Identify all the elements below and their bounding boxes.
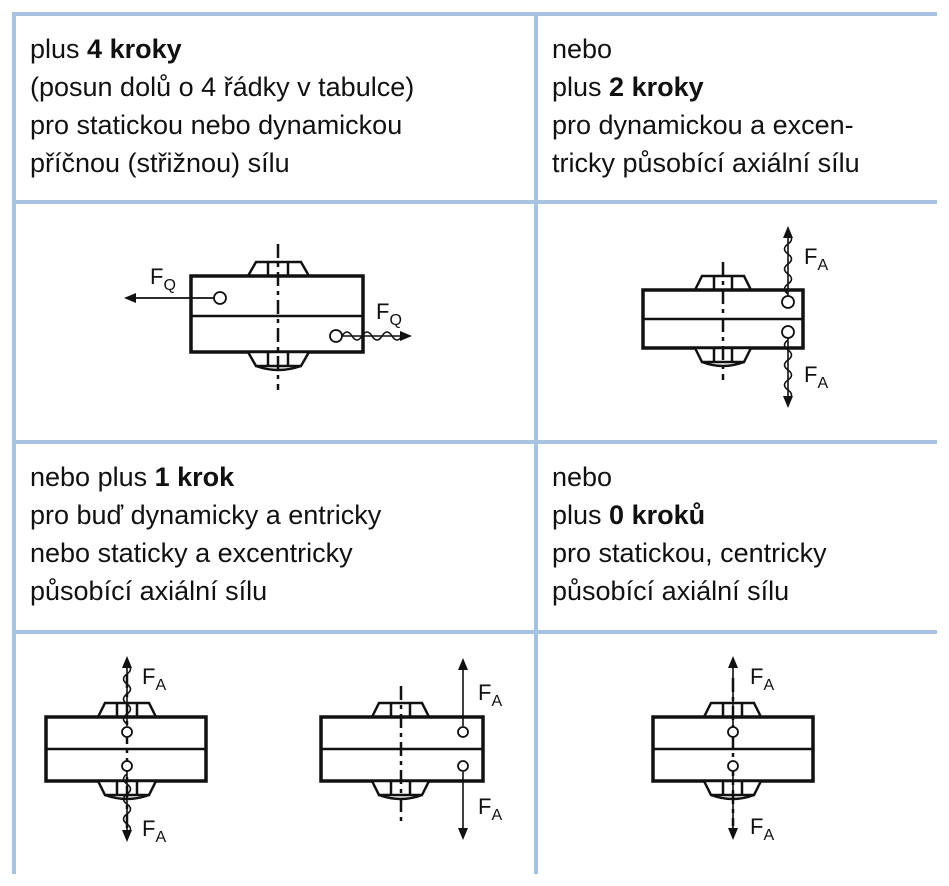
text-line: nebo — [552, 34, 613, 64]
svg-text:FA: FA — [478, 680, 502, 710]
cell-eccentric-dynamic-diagram: FA FA — [538, 204, 937, 440]
text-line: působící axiální sílu — [30, 576, 268, 606]
cell-centric-static-diagram: FA FA — [538, 634, 937, 874]
text-line: pro statickou nebo dynamickou — [30, 110, 403, 140]
text-line: plus 4 kroky — [30, 34, 182, 64]
text-line: pro buď dynamicky a entricky — [30, 500, 382, 530]
text-line: nebo plus 1 krok — [30, 462, 235, 492]
svg-text:FA: FA — [478, 794, 502, 824]
eccentric-dynamic-diagram: FA FA — [641, 226, 828, 408]
text-line: plus 2 kroky — [552, 72, 704, 102]
centric-dynamic-and-eccentric-static-diagrams: FA FA FA FA — [44, 656, 502, 846]
step-count: 1 krok — [154, 462, 235, 492]
cell-centric-static-text: nebo plus 0 kroků pro statickou, centric… — [538, 444, 937, 630]
force-label-fq-right: FQ — [376, 299, 402, 329]
cell-transverse-text: plus 4 kroky (posun dolů o 4 řádky v tab… — [16, 16, 534, 200]
text-line: nebo staticky a excentricky — [30, 538, 353, 568]
text-line: tricky působící axiální sílu — [552, 148, 860, 178]
text-line: působící axiální sílu — [552, 576, 790, 606]
cell-single-step-diagrams: FA FA FA FA — [16, 634, 534, 874]
svg-text:FA: FA — [142, 664, 166, 694]
svg-text:FA: FA — [804, 362, 828, 392]
svg-text:FA: FA — [804, 244, 828, 274]
cell-single-step-text: nebo plus 1 krok pro buď dynamicky a ent… — [16, 444, 534, 630]
force-label-fq-left: FQ — [150, 264, 176, 294]
text-line: pro dynamickou a excen- — [552, 110, 854, 140]
text-line: pro statickou, centricky — [552, 538, 827, 568]
transverse-load-diagram: FQ FQ — [124, 244, 412, 390]
step-count: 4 kroky — [87, 34, 182, 64]
text-line: plus 0 kroků — [552, 500, 706, 530]
cell-transverse-diagram: FQ FQ — [16, 204, 534, 440]
centric-static-diagram: FA FA — [651, 656, 815, 844]
svg-text:FA: FA — [142, 816, 166, 846]
step-count: 0 kroků — [609, 500, 706, 530]
svg-text:FA: FA — [750, 814, 774, 844]
svg-text:FA: FA — [750, 664, 774, 694]
text-line: příčnou (střižnou) sílu — [30, 148, 290, 178]
step-count: 2 kroky — [609, 72, 704, 102]
cell-eccentric-dynamic-text: nebo plus 2 kroky pro dynamickou a excen… — [538, 16, 937, 200]
text-line: nebo — [552, 462, 613, 492]
text-line: (posun dolů o 4 řádky v tabulce) — [30, 72, 415, 102]
bolt-load-table: plus 4 kroky (posun dolů o 4 řádky v tab… — [12, 12, 937, 874]
